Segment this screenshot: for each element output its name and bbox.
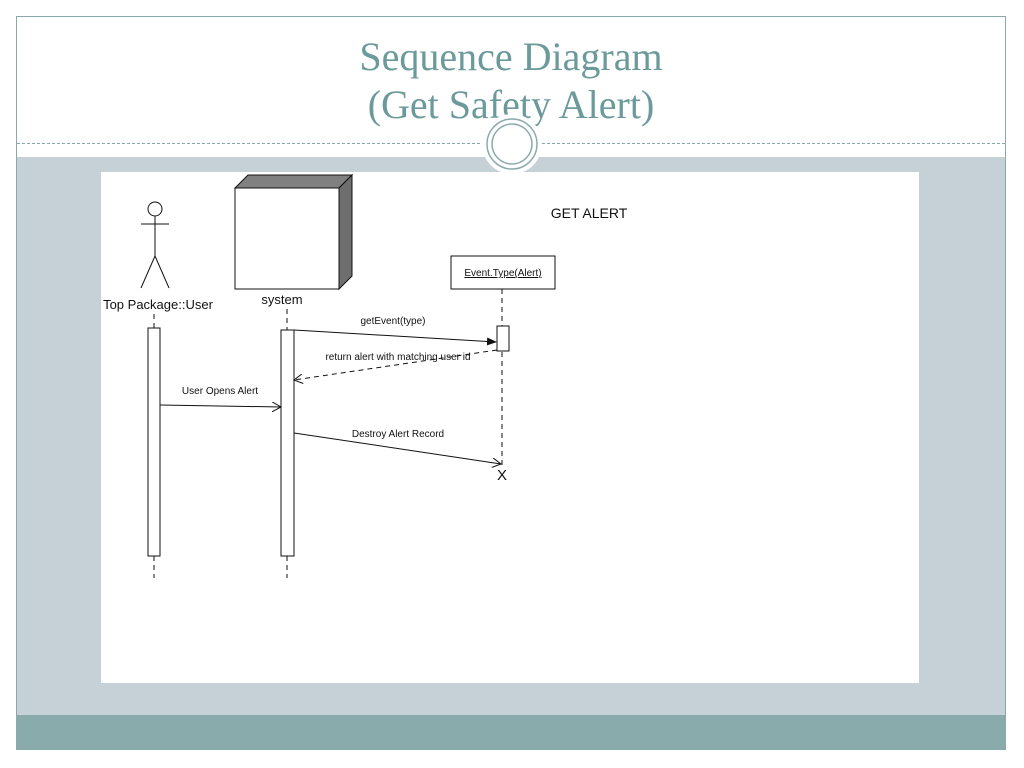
system-lifeline-label: system — [261, 292, 302, 307]
get-event-arrow — [293, 329, 497, 346]
user-activation-bar — [147, 327, 161, 557]
user-lifeline-label: Top Package::User — [103, 297, 214, 312]
destroy-arrow — [293, 432, 501, 464]
event-activation-bar — [496, 325, 510, 352]
circle-ornament-icon — [482, 114, 542, 174]
lifelines — [153, 289, 503, 578]
destroy-label: Destroy Alert Record — [352, 429, 444, 440]
event-object-box — [450, 255, 556, 290]
get-event-label: getEvent(type) — [360, 316, 425, 327]
return-alert-label: return alert with matching user id — [325, 352, 470, 363]
user-actor-icon — [140, 201, 170, 289]
user-opens-arrow — [159, 405, 281, 407]
title-line-1: Sequence Diagram — [359, 34, 663, 79]
sequence-diagram: Top Package::User system Event.Type(Aler… — [101, 172, 919, 683]
return-alert-arrow — [294, 349, 498, 380]
event-lifeline-label: Event.Type(Alert) — [464, 268, 541, 279]
destroy-mark: X — [497, 467, 507, 484]
user-opens-label: User Opens Alert — [182, 386, 258, 397]
sequence-diagram-canvas: Top Package::User system Event.Type(Aler… — [103, 173, 628, 578]
diagram-heading: GET ALERT — [551, 205, 628, 221]
system-activation-bar — [280, 329, 295, 557]
footer-band — [17, 715, 1005, 750]
slide-title: Sequence Diagram (Get Safety Alert) — [17, 17, 1005, 143]
system-node-box — [233, 173, 354, 291]
